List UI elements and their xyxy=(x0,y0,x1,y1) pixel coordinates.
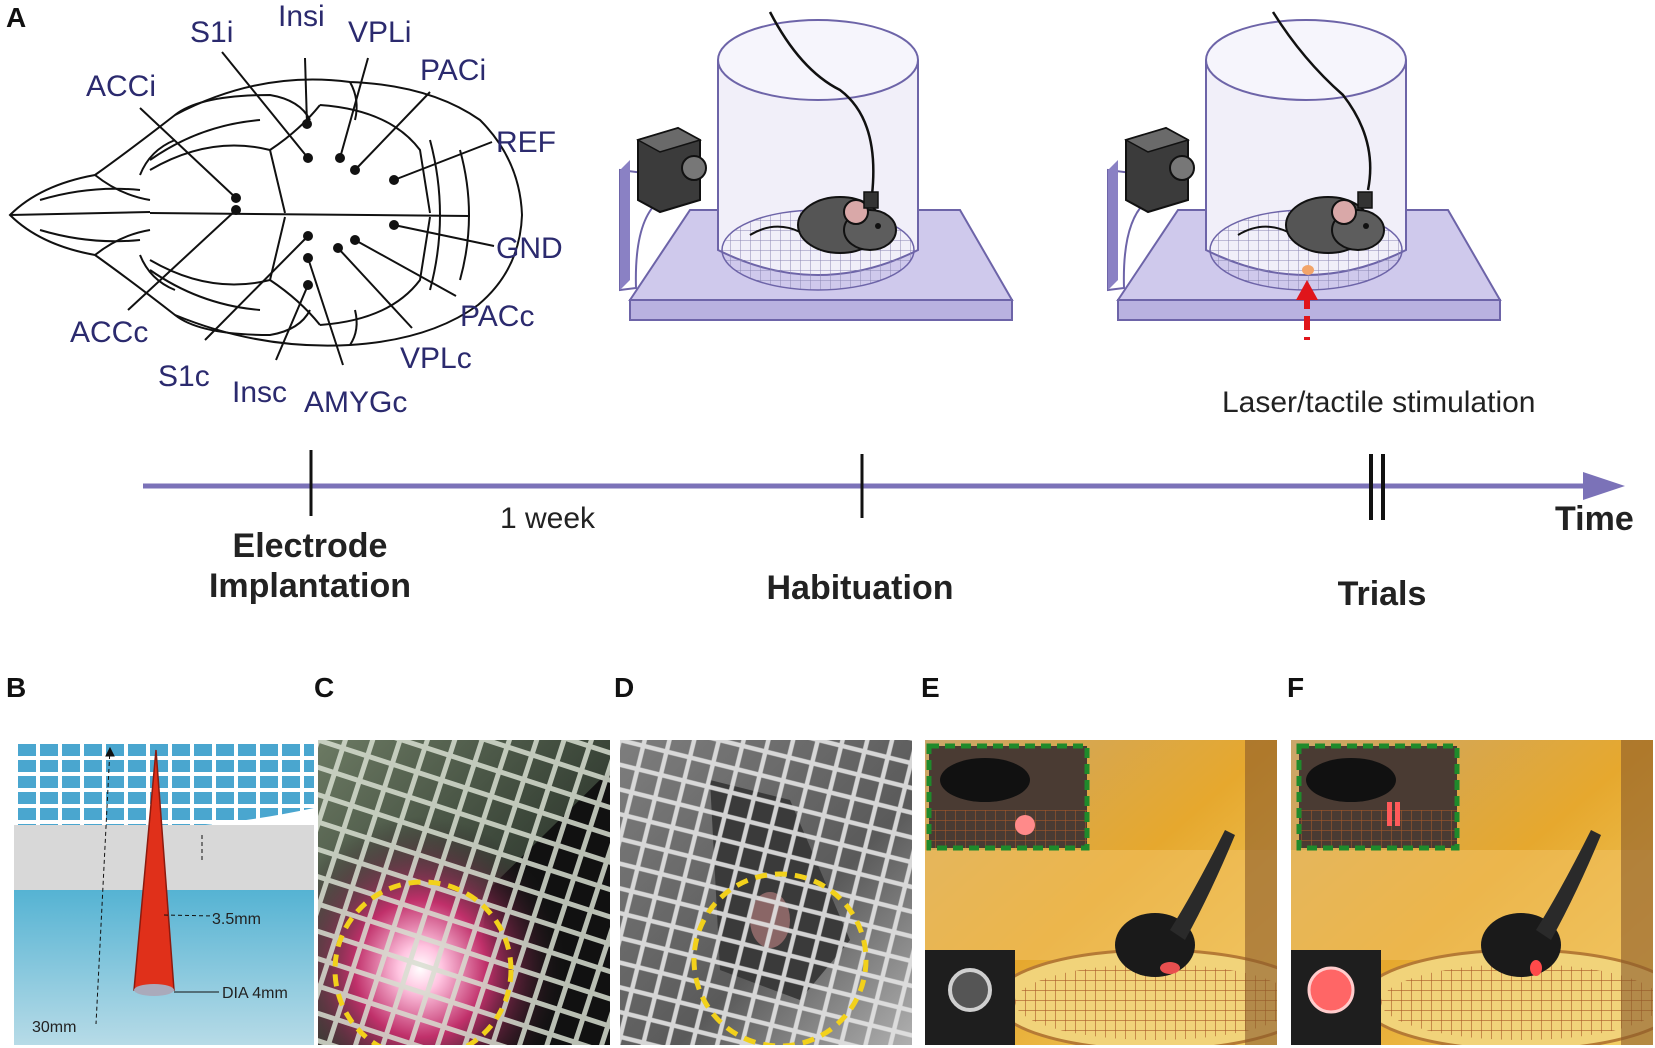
camera-icon xyxy=(1124,126,1195,214)
label-vplc: VPLc xyxy=(400,342,472,375)
label-gnd: GND xyxy=(496,232,563,265)
stimulation-label: Laser/tactile stimulation xyxy=(1222,386,1536,419)
probe-schematic: 3.5mm 30mm DIA 4mm xyxy=(14,740,314,1045)
label-accc: ACCc xyxy=(70,316,148,349)
label-paci: PACi xyxy=(420,54,486,87)
timeline-interval: 1 week xyxy=(500,502,596,535)
panel-letter-c: C xyxy=(314,672,335,703)
habituation-setup-illustration xyxy=(619,11,1014,321)
label-pacc: PACc xyxy=(460,300,534,333)
skull-diagram: S1i Insi VPLi ACCi PACi REF GND PACc ACC… xyxy=(8,0,563,419)
panel-letter-e: E xyxy=(921,672,940,703)
probe-length-label: 30mm xyxy=(32,1019,76,1036)
panel-letter-a: A xyxy=(6,2,27,33)
label-s1c: S1c xyxy=(158,360,210,393)
timeline-habituation: Habituation xyxy=(766,569,954,607)
panel-letter-f: F xyxy=(1287,672,1305,703)
laser-on-photo xyxy=(1291,740,1653,1045)
label-s1i: S1i xyxy=(190,16,233,49)
label-ref: REF xyxy=(496,126,556,159)
electrode-label-line1: Electrode xyxy=(232,527,388,565)
trial-setup-illustration xyxy=(1107,11,1502,340)
label-insi: Insi xyxy=(278,0,325,33)
label-vpli: VPLi xyxy=(348,16,411,49)
probe-width-label: 3.5mm xyxy=(212,911,261,928)
camera-icon xyxy=(636,126,707,214)
timeline-time-label: Time xyxy=(1555,500,1634,538)
label-amygc: AMYGc xyxy=(304,386,407,419)
tactile-mesh-photo xyxy=(620,740,912,1045)
label-acci: ACCi xyxy=(86,70,156,103)
electrode-label-line2: Implantation xyxy=(208,567,412,605)
probe-diameter-label: DIA 4mm xyxy=(222,985,288,1002)
timeline-axis xyxy=(143,450,1625,520)
label-insc: Insc xyxy=(232,376,287,409)
laser-arrow-icon xyxy=(1296,280,1318,340)
laser-mesh-photo xyxy=(318,740,610,1045)
timeline-trials: Trials xyxy=(1337,575,1427,613)
laser-off-photo xyxy=(925,740,1277,1045)
timeline-electrode-implantation: Electrode Implantation xyxy=(180,526,440,606)
panel-letter-d: D xyxy=(614,672,635,703)
panel-letter-b: B xyxy=(6,672,27,703)
